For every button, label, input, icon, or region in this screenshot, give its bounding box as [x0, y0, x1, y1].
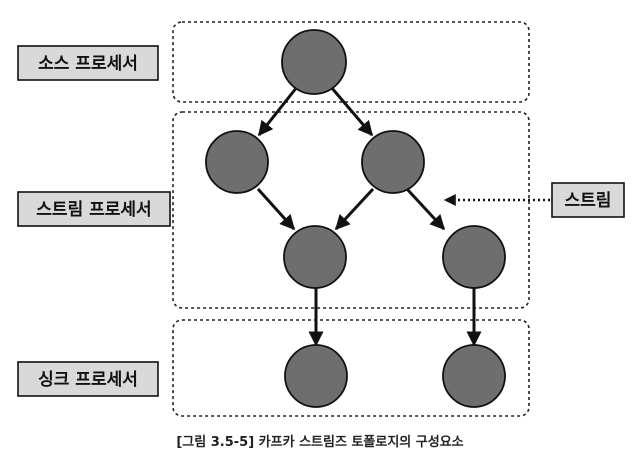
- sink-processor-region: [172, 319, 530, 417]
- sink-processor-label-text: 싱크 프로세서: [38, 370, 138, 390]
- stream-processor-node-1: [205, 130, 269, 194]
- stream-processor-label: 스트림 프로세서: [17, 191, 171, 227]
- stream-processor-label-text: 스트림 프로세서: [36, 200, 151, 220]
- stream-processor-node-2: [361, 130, 425, 194]
- figure-caption: [그림 3.5-5] 카프카 스트림즈 토폴로지의 구성요소: [176, 434, 463, 450]
- sink-processor-node-2: [442, 344, 506, 408]
- edge-source-to-stream-left: [257, 86, 299, 137]
- stream-processor-node-4: [442, 225, 506, 289]
- edge-stream-left-to-mid: [256, 187, 296, 231]
- source-processor-label-text: 소스 프로세서: [38, 54, 138, 74]
- source-processor-region: [172, 21, 530, 103]
- sink-processor-label: 싱크 프로세서: [17, 361, 159, 397]
- stream-pointer-label: 스트림: [551, 182, 625, 218]
- sink-processor-node-1: [284, 344, 348, 408]
- edge-stream-right-to-mid: [334, 187, 375, 231]
- source-processor-label: 소스 프로세서: [17, 45, 159, 81]
- edge-source-to-stream-right: [329, 86, 374, 137]
- stream-processor-node-3: [283, 225, 347, 289]
- stream-pointer-label-text: 스트림: [565, 191, 612, 211]
- edge-stream-right-to-branch: [405, 187, 446, 231]
- source-processor-node: [281, 29, 347, 95]
